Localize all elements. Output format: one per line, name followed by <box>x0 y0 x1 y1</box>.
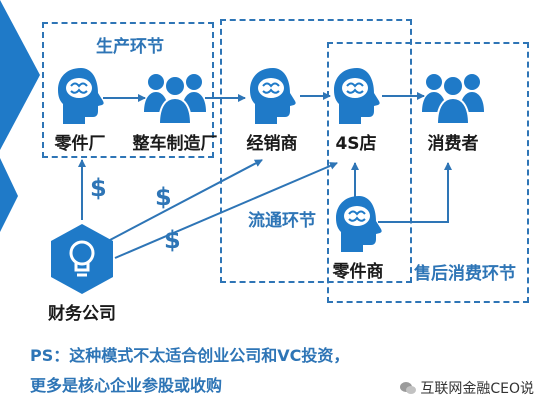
production-zone-label: 生产环节 <box>96 37 164 57</box>
distribution-zone-label: 流通环节 <box>248 211 316 231</box>
node-consumer-label: 消费者 <box>427 134 479 154</box>
distribution-zone <box>220 19 412 283</box>
node-parts-factory: 零件厂 <box>30 66 130 154</box>
brand-watermark: 互联网金融CEO说 <box>400 378 534 398</box>
node-consumer: 消费者 <box>403 68 503 154</box>
wechat-icon <box>400 382 417 394</box>
head-brain-icon <box>334 68 380 124</box>
brand-text: 互联网金融CEO说 <box>420 381 534 397</box>
node-4s-shop: 4S店 <box>306 66 406 154</box>
head-brain-icon <box>336 196 382 252</box>
people-group-icon <box>144 74 206 125</box>
node-finance-company-label: 财务公司 <box>48 304 116 324</box>
footnote-line-1: PS：这种模式不太适合创业公司和VC投资， <box>30 346 350 365</box>
dollar-sign: $ <box>164 226 181 254</box>
dollar-sign: $ <box>90 174 107 202</box>
footnote-line-2: 更多是核心企业参股或收购 <box>30 376 223 395</box>
head-brain-icon <box>250 68 296 124</box>
left-chevron-decoration <box>0 0 40 232</box>
lightbulb-hexagon-icon <box>51 224 113 294</box>
node-automaker-label: 整车制造厂 <box>132 134 218 154</box>
node-parts-factory-label: 零件厂 <box>54 134 106 154</box>
arrow-finance-to-4s <box>114 162 338 259</box>
aftersales-zone <box>327 42 529 303</box>
head-brain-icon <box>58 68 104 124</box>
node-dealer: 经销商 <box>222 66 322 154</box>
node-automaker: 整车制造厂 <box>125 68 225 154</box>
node-4s-shop-label: 4S店 <box>335 134 377 154</box>
node-finance-company: 财务公司 <box>32 222 132 324</box>
aftersales-zone-label: 售后消费环节 <box>414 264 516 284</box>
arrow-finance-to-dealer <box>109 159 263 241</box>
people-group-icon <box>422 74 484 125</box>
arrow-partsdealer-to-consumer <box>378 162 452 223</box>
node-parts-dealer-label: 零件商 <box>332 262 384 282</box>
production-zone <box>42 22 214 158</box>
dollar-sign: $ <box>155 183 172 211</box>
node-dealer-label: 经销商 <box>246 134 298 154</box>
node-parts-dealer: 零件商 <box>308 194 408 282</box>
